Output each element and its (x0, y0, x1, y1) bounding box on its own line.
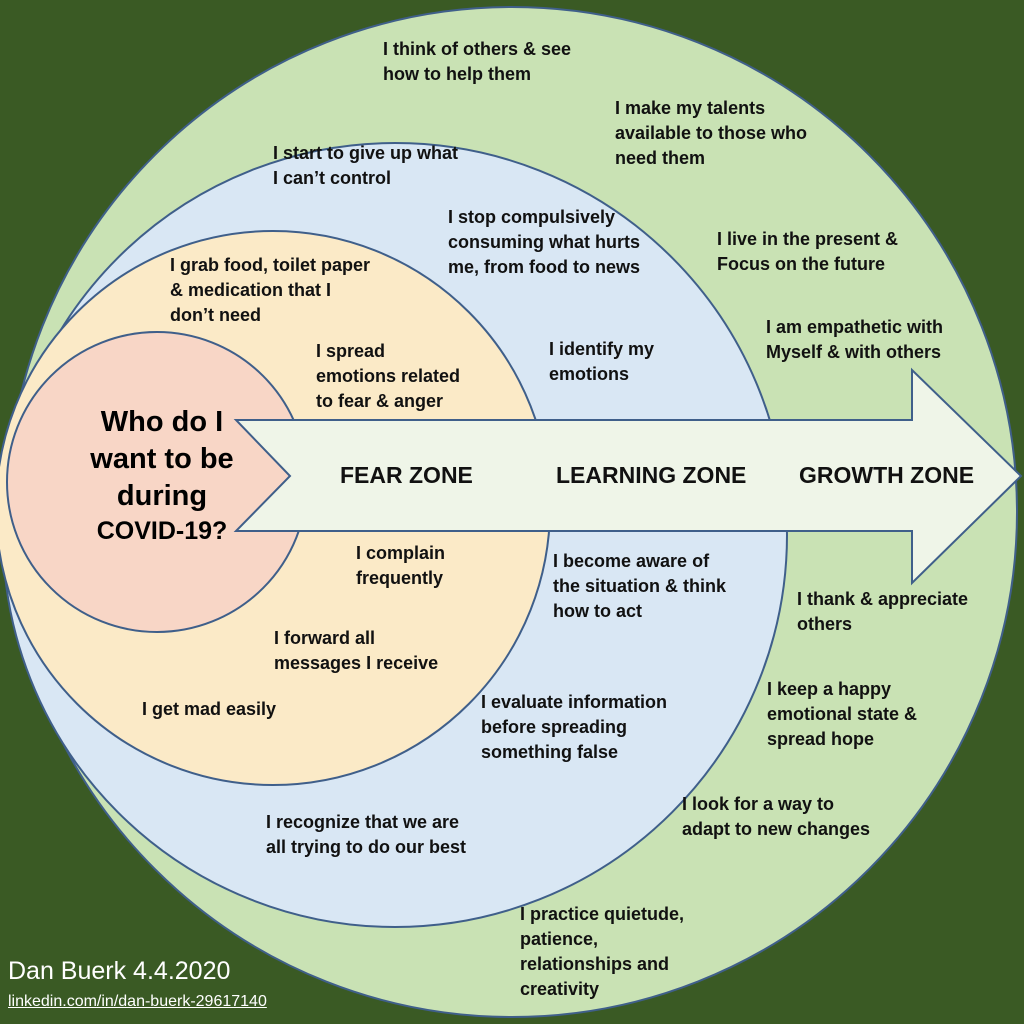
learning-item-give-up: I start to give up what I can’t control (273, 143, 459, 188)
growth-item-empathetic: I am empathetic with Myself & with other… (766, 317, 944, 362)
growth-arrow (233, 367, 1023, 586)
fear-item-complain: I complain frequently (356, 543, 446, 588)
central-question-line-2: want to be (90, 443, 234, 475)
central-question: Who do I want to be during COVID-19? (42, 404, 282, 547)
central-question-line-1: Who do I (100, 406, 224, 438)
author-credit: Dan Buerk 4.4.2020 (8, 957, 231, 985)
growth-item-quietude: I practice quietude, patience, relations… (520, 904, 685, 999)
central-question-line-4: COVID-19? (96, 517, 228, 545)
fear-item-forward: I forward all messages I receive (274, 628, 439, 673)
fear-item-spread: I spread emotions related to fear & ange… (316, 341, 461, 411)
learning-item-recognize: I recognize that we are all trying to do… (266, 812, 467, 857)
learning-item-evaluate: I evaluate information before spreading … (481, 692, 668, 762)
fear-item-mad: I get mad easily (142, 699, 277, 719)
growth-item-adapt: I look for a way to adapt to new changes (682, 794, 871, 839)
growth-item-talents: I make my talents available to those who… (615, 98, 808, 168)
learning-item-identify: I identify my emotions (549, 339, 655, 384)
author-link[interactable]: linkedin.com/in/dan-buerk-29617140 (8, 993, 267, 1010)
growth-item-others: I think of others & see how to help them (383, 39, 572, 84)
growth-item-present: I live in the present & Focus on the fut… (717, 229, 899, 274)
growth-zone-label: GROWTH ZONE (799, 462, 975, 488)
growth-item-thank: I thank & appreciate others (797, 589, 969, 634)
learning-item-aware: I become aware of the situation & think … (553, 551, 726, 621)
fear-item-grab: I grab food, toilet paper & medication t… (170, 255, 371, 325)
learning-zone-label: LEARNING ZONE (556, 462, 747, 488)
central-question-line-3: during (116, 480, 208, 512)
fear-zone-label: FEAR ZONE (340, 462, 473, 488)
learning-item-stop: I stop compulsively consuming what hurts… (448, 207, 641, 277)
growth-item-happy: I keep a happy emotional state & spread … (767, 679, 918, 749)
